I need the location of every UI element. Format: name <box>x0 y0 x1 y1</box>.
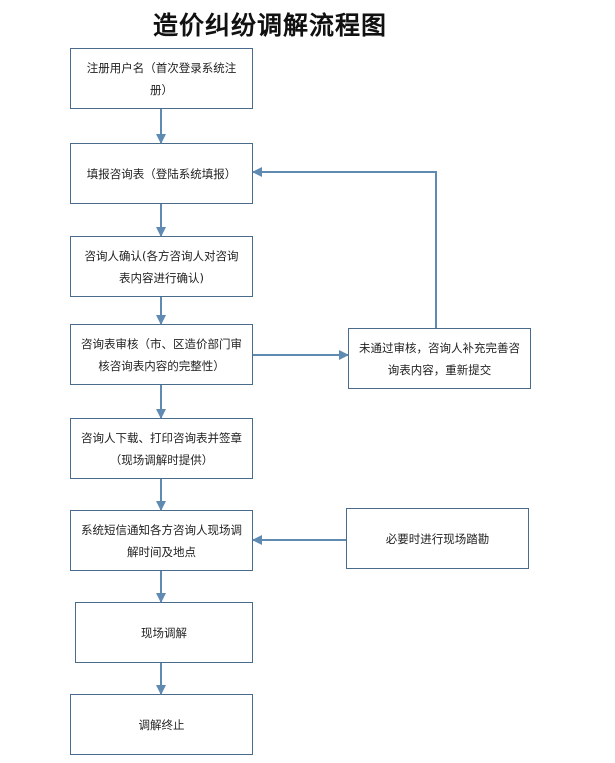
node-register-username: 注册用户名（首次登录系统注册） <box>70 48 253 109</box>
page-title: 造价纠纷调解流程图 <box>152 11 387 40</box>
node-fill-consultation-form: 填报咨询表（登陆系统填报） <box>70 143 253 204</box>
node-sms-notify: 系统短信通知各方咨询人现场调解时间及地点 <box>70 510 253 571</box>
node-onsite-mediation: 现场调解 <box>75 602 253 663</box>
arrow-n5-n2 <box>252 167 437 328</box>
node-mediation-end: 调解终止 <box>70 694 253 755</box>
node-form-review: 咨询表审核（市、区造价部门审核咨询表内容的完整性） <box>70 324 253 385</box>
node-consultant-confirm: 咨询人确认(各方咨询人对咨询表内容进行确认) <box>70 236 253 297</box>
node-site-survey: 必要时进行现场踏勘 <box>346 508 529 569</box>
node-review-failed-resubmit: 未通过审核，咨询人补充完善咨询表内容，重新提交 <box>348 328 531 389</box>
node-download-print-sign: 咨询人下载、打印咨询表并签章（现场调解时提供） <box>70 418 253 479</box>
